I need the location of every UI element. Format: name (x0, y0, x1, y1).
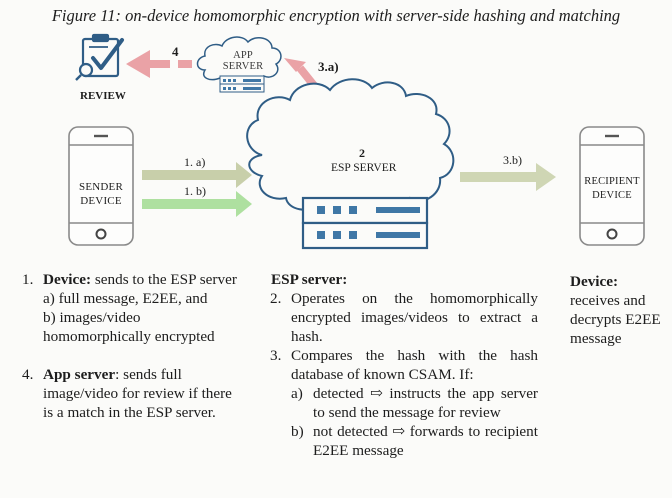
item-3-text: Compares the hash with the hash database… (291, 347, 538, 383)
app-server-label-line2: SERVER (222, 61, 264, 72)
item-1-number: 1. (22, 271, 34, 288)
step-3b-label: 3.b) (503, 153, 522, 167)
review-clipboard-icon (75, 33, 120, 81)
item-1-heading: Device: (43, 271, 92, 288)
review-checkmark-icon (91, 38, 124, 70)
right-text-column: Device: receives and decrypts E2EE messa… (570, 272, 668, 348)
step-1b-label: 1. b) (184, 184, 206, 198)
sender-device-label: SENDER DEVICE (69, 180, 133, 208)
figure-caption: Figure 11: on-device homomorphic encrypt… (51, 6, 621, 25)
left-text-column: 1. Device: sends to the ESP server a) fu… (22, 270, 242, 422)
item-3-number: 3. (270, 347, 282, 364)
item-1a-text: a) full message, E2EE, and (43, 290, 208, 307)
arrow-1a-full-message (142, 162, 252, 188)
item-3a-number: a) (291, 385, 303, 402)
sender-device-phone-icon (68, 126, 134, 246)
item-3b-text: not detected ⇨ forwards to recipient E2E… (313, 423, 538, 459)
item-1-device: 1. Device: sends to the ESP server a) fu… (22, 270, 242, 346)
app-server-label-line1: APP (233, 50, 253, 61)
esp-server-heading: ESP server: (271, 271, 348, 288)
sender-device-label-line2: DEVICE (80, 195, 122, 207)
esp-step-number: 2 (359, 146, 365, 160)
recipient-device-text: receives and decrypts E2EE message (570, 292, 661, 347)
arrow-4-to-review (126, 50, 192, 78)
item-2-number: 2. (270, 290, 282, 307)
recipient-device-heading: Device: (570, 273, 619, 290)
recipient-device-label: RECIPIENT DEVICE (576, 175, 648, 203)
sender-device-label-line1: SENDER (79, 181, 123, 193)
diagram (68, 33, 645, 250)
item-4-heading: App server (43, 366, 116, 383)
arrow-1b-images-video (142, 191, 252, 217)
item-3b-number: b) (291, 423, 304, 440)
app-server-rack-icon (219, 75, 265, 93)
esp-server-label: ESP SERVER (331, 162, 397, 174)
recipient-device-phone-icon (579, 126, 645, 246)
step-4-label: 4 (172, 44, 179, 59)
item-4-text: : sends full image/video for review if t… (43, 366, 232, 421)
item-1b-text: b) images/video homomorphically encrypte… (43, 309, 215, 345)
arrow-3b-to-recipient (460, 163, 556, 191)
step-3a-label: 3.a) (318, 59, 339, 74)
item-3b: b) not detected ⇨ forwards to recipient … (270, 422, 538, 460)
app-server-label: APP SERVER (213, 50, 273, 72)
item-4-number: 4. (22, 366, 34, 383)
item-2-text: Operates on the homomorphically encrypte… (291, 290, 538, 345)
item-2: 2. Operates on the homomorphically encry… (270, 289, 538, 346)
item-3a: a) detected ⇨ instructs the app server t… (270, 384, 538, 422)
recipient-device-label-line2: DEVICE (592, 190, 632, 201)
item-4-app-server: 4. App server: sends full image/video fo… (22, 365, 242, 422)
item-3: 3. Compares the hash with the hash datab… (270, 346, 538, 384)
middle-text-column: ESP server: 2. Operates on the homomorph… (270, 270, 538, 460)
item-1-text: sends to the ESP server (91, 271, 237, 288)
review-label: REVIEW (80, 90, 126, 102)
esp-server-rack-icon (301, 196, 429, 250)
item-3a-text: detected ⇨ instructs the app server to s… (313, 385, 538, 421)
esp-server-cloud (246, 78, 455, 212)
step-1a-label: 1. a) (184, 155, 206, 169)
recipient-device-label-line1: RECIPIENT (584, 176, 640, 187)
